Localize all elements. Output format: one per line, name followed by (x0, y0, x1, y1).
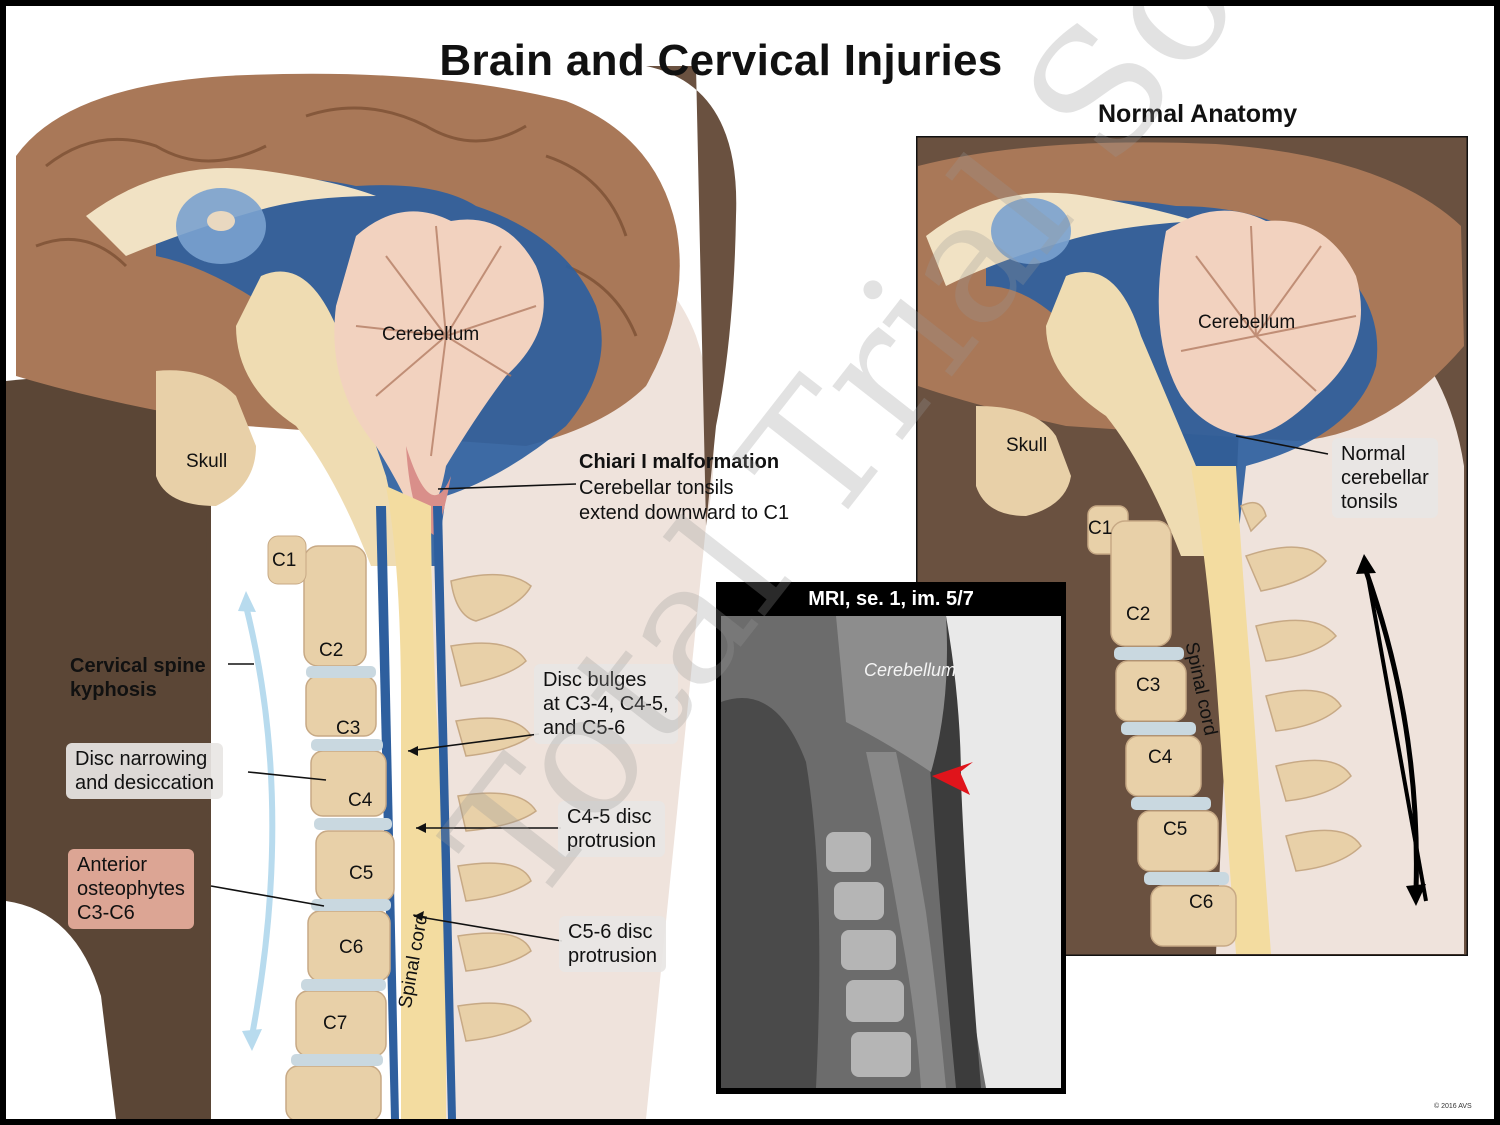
normal-thalamus (991, 198, 1071, 264)
vertebrae-normal (1087, 505, 1237, 947)
leader-arrowhead (416, 823, 426, 833)
vertebra-c1-label: C1 (272, 550, 297, 571)
page-title: Brain and Cervical Injuries (439, 36, 1003, 85)
disc-bulges-label: Disc bulges at C3-4, C4-5, and C5-6 (534, 664, 678, 744)
disc-narrowing-label: Disc narrowing and desiccation (66, 743, 223, 799)
spinous-processes-injured (450, 573, 537, 1042)
skull-label: Skull (186, 451, 228, 472)
vertebra-c6-label: C6 (339, 937, 364, 958)
thalamus-core (207, 211, 235, 231)
normal-curve-arrow (1356, 554, 1426, 906)
brainstem (236, 271, 406, 566)
normal-brainstem (1046, 272, 1216, 556)
skull-bone (156, 370, 256, 506)
normal-c2-label: C2 (1126, 604, 1151, 625)
chiari-title-label: Chiari I malformation (579, 451, 780, 473)
normal-tonsils-label: Normal cerebellar tonsils (1332, 438, 1438, 518)
kyphosis-arrowhead-bottom (242, 1029, 262, 1051)
leader-arrowhead (408, 746, 418, 756)
chiari-description-label: Cerebellar tonsils extend downward to C1 (579, 477, 790, 524)
mri-image (716, 582, 1066, 1094)
normal-skull (976, 406, 1071, 516)
cord-csf-left (376, 506, 399, 1119)
normal-anatomy-illustration (916, 136, 1468, 956)
kyphosis-label: Cervical spine kyphosis (70, 655, 206, 701)
normal-cerebellum-label: Cerebellum (1198, 312, 1296, 333)
mri-cerebellum-region (836, 616, 947, 772)
normal-spinal-cord (1191, 466, 1271, 954)
kyphosis-arrowhead-top (238, 591, 256, 612)
normal-c1-label: C1 (1088, 518, 1113, 539)
normal-anatomy-title: Normal Anatomy (1098, 100, 1298, 128)
leader-arrowhead (414, 911, 424, 921)
brain-gyri (35, 106, 638, 337)
discs-normal (1114, 647, 1229, 885)
normal-c4-label: C4 (1148, 747, 1173, 768)
c56-protrusion-label: C5-6 disc protrusion (559, 916, 666, 972)
normal-c3-label: C3 (1136, 675, 1161, 696)
vertebra-c3-label: C3 (336, 718, 361, 739)
mri-cord (866, 752, 946, 1088)
normal-cerebellum (1158, 210, 1361, 436)
normal-c5-label: C5 (1163, 819, 1188, 840)
normal-tonsils-leader (1235, 435, 1329, 455)
spinous-processes-normal (1240, 501, 1362, 872)
mri-bright-posterior (946, 616, 1061, 1088)
posterior-dark-background (646, 66, 737, 526)
cord-csf-right (433, 506, 456, 1119)
spinal-cord (386, 486, 446, 1119)
injured-anatomy-illustration (6, 66, 737, 1119)
throat-white (6, 901, 116, 1119)
normal-c6-label: C6 (1189, 892, 1214, 913)
vertebrae-injured (285, 545, 395, 1119)
normal-cerebellum-folia (1180, 225, 1357, 392)
cerebellum (334, 211, 544, 521)
mri-left-dark (721, 698, 820, 1088)
kyphosis-arrow (243, 605, 276, 1042)
vertebra-c2-label: C2 (319, 640, 344, 661)
mri-cerebellum-label: Cerebellum (864, 660, 957, 680)
c45-protrusion-label: C4-5 disc protrusion (558, 801, 665, 857)
normal-skull-label: Skull (1006, 435, 1048, 456)
vertebra-c5-label: C5 (349, 863, 374, 884)
mri-header: MRI, se. 1, im. 5/7 (716, 582, 1066, 616)
injured-leader-lines (210, 483, 577, 942)
cerebellum-label: Cerebellum (382, 324, 480, 345)
osteophytes-label: Anterior osteophytes C3-C6 (68, 849, 194, 929)
mri-red-arrowhead (932, 762, 973, 795)
vertebra-c7-label: C7 (323, 1013, 348, 1034)
mri-vertebrae (826, 832, 911, 1077)
copyright: © 2016 AVS (1434, 1103, 1472, 1110)
cerebellum-folia (355, 225, 537, 457)
c1-arch (267, 535, 307, 585)
discs-injured (291, 666, 392, 1066)
vertebra-c4-label: C4 (348, 790, 373, 811)
